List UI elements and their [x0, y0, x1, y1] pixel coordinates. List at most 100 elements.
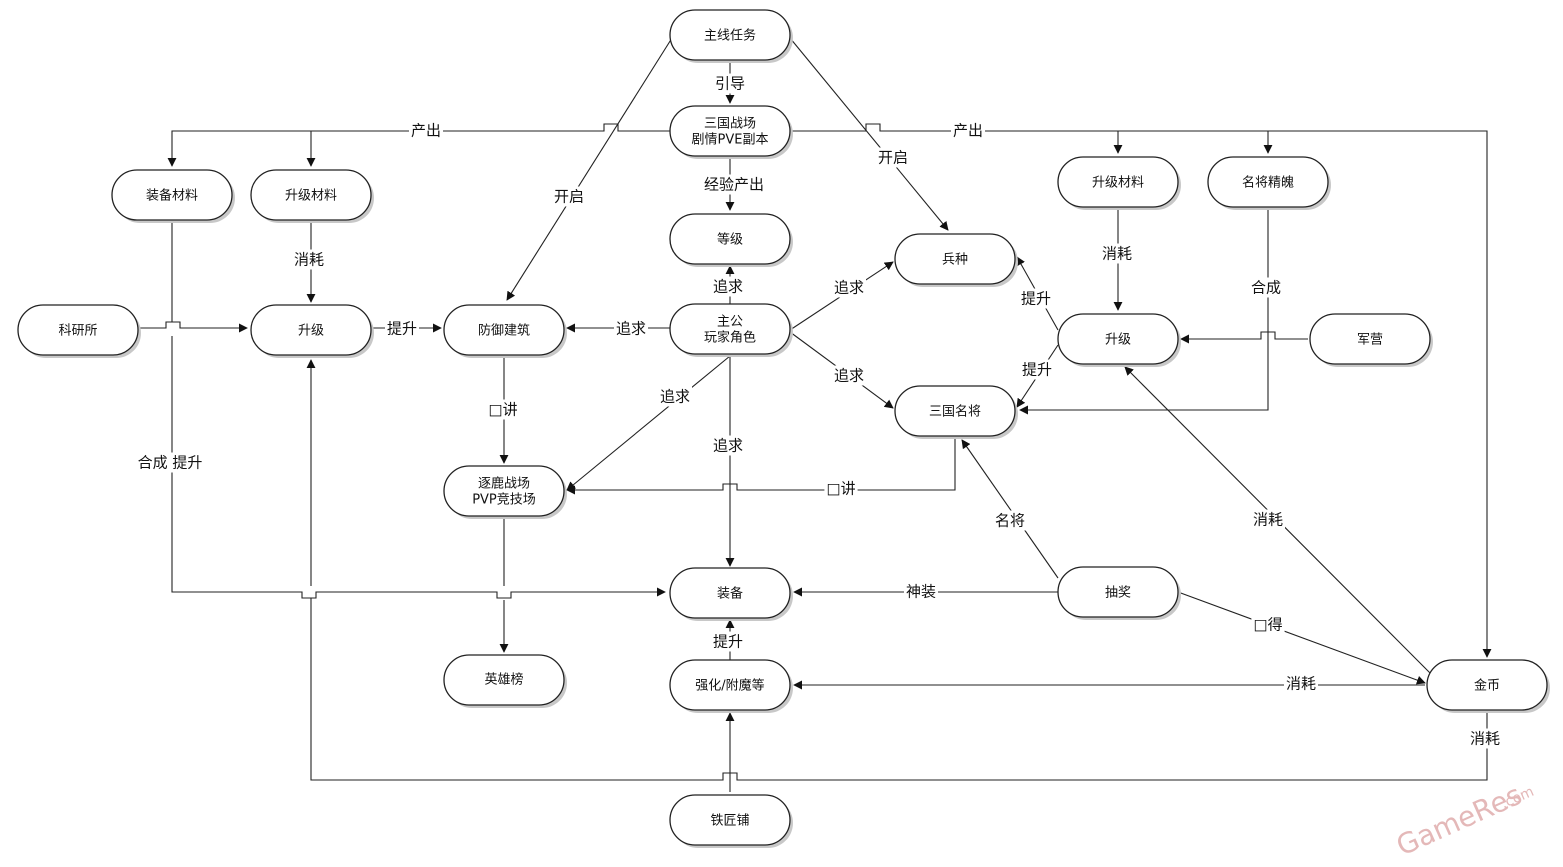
edge-equip-mat-to-equipment [171, 218, 665, 598]
node-barracks: 军营 [1309, 313, 1433, 367]
node-upgrade-right: 升级 [1057, 313, 1181, 367]
edge-label-backdrop [657, 386, 693, 407]
edge-label-backdrop [291, 249, 327, 270]
node-upgrade-material-left: 升级材料 [250, 169, 374, 223]
label-consume-enhance: 消耗 [1286, 675, 1316, 693]
edge-label-backdrop [950, 120, 986, 141]
label-boost-generals: 提升 [1022, 361, 1052, 379]
edge-lottery-to-gold [1177, 591, 1426, 685]
node-enhance: 强化/附魔等 [669, 659, 793, 713]
label-pursue-troops: 追求 [834, 279, 864, 297]
node-blacksmith: 铁匠铺 [669, 794, 793, 848]
edge-label-backdrop [1467, 728, 1503, 749]
edge-label-backdrop [831, 365, 867, 386]
label-consume-left: 消耗 [294, 251, 324, 269]
node-defense: 防御建筑 [443, 304, 567, 358]
label-lottery-gold: □得 [1253, 616, 1282, 634]
edge-label-backdrop [551, 186, 587, 207]
label-synthesize: 合成 [1251, 279, 1281, 297]
node-general-soul: 名将精魄 [1207, 156, 1331, 210]
edge-label-backdrop [710, 435, 746, 456]
edge-player-to-pvp [566, 355, 731, 491]
label-unlock-right: 开启 [878, 149, 908, 167]
edge-label-backdrop [903, 581, 939, 602]
nodes: 主线任务 三国战场 剧情PVE副本 等级 主公 玩家角色 装备材料 [17, 9, 1550, 848]
label-boost-troops: 提升 [1021, 290, 1051, 308]
edge-research-to-upgrade [138, 321, 248, 333]
svg-text:装备: 装备 [717, 586, 743, 602]
node-hero-rank: 英雄榜 [443, 654, 567, 708]
label-boost-defense: 提升 [387, 320, 417, 338]
edge-label-backdrop [408, 120, 444, 141]
node-lottery: 抽奖 [1057, 566, 1181, 620]
label-pursue-equip: 追求 [713, 437, 743, 455]
svg-text:兵种: 兵种 [942, 253, 968, 268]
svg-text:名将精魄: 名将精魄 [1242, 175, 1294, 191]
node-player: 主公 玩家角色 [669, 303, 793, 357]
node-upgrade-left: 升级 [250, 304, 374, 358]
svg-text:升级材料: 升级材料 [1092, 176, 1144, 191]
svg-text:升级材料: 升级材料 [285, 189, 337, 204]
label-pursue-defense: 追求 [616, 320, 646, 338]
edge-label-backdrop [1283, 673, 1319, 694]
edge-main-quest-to-troops [789, 37, 949, 231]
edge-main-quest-to-defense [506, 37, 673, 301]
edge-label-backdrop [992, 510, 1028, 531]
label-consume-lottery-gold: 消耗 [1253, 511, 1283, 529]
edge-label-backdrop [824, 478, 858, 499]
node-pve: 三国战场 剧情PVE副本 [669, 105, 793, 159]
edge-label-backdrop [710, 276, 746, 297]
edge-labels: 引导 产出 产出 开启 开启 经验产出 追求 追求 追求 追求 追求 追求 消耗… [135, 73, 1503, 749]
label-pursue-level: 追求 [713, 278, 743, 296]
edge-pve-produce-left [167, 123, 670, 167]
label-consume-gold: 消耗 [1470, 730, 1500, 748]
svg-text:玩家角色: 玩家角色 [704, 330, 756, 346]
node-troops: 兵种 [894, 233, 1018, 287]
svg-text:PVP竞技场: PVP竞技场 [472, 492, 536, 508]
svg-text:逐鹿战场: 逐鹿战场 [478, 476, 530, 492]
node-level: 等级 [669, 213, 793, 267]
edge-label-backdrop [1251, 614, 1285, 635]
label-pursue-generals: 追求 [834, 367, 864, 385]
node-main-quest: 主线任务 [669, 9, 793, 63]
node-research: 科研所 [17, 304, 141, 358]
label-unlock-left: 开启 [554, 188, 584, 206]
label-guide: 引导 [715, 75, 745, 93]
node-generals: 三国名将 [894, 385, 1018, 439]
label-produce-right: 产出 [953, 122, 983, 140]
edge-label-backdrop [613, 318, 649, 339]
edge-label-backdrop [486, 399, 520, 420]
edge-lottery-to-generals [961, 439, 1059, 579]
edge-label-backdrop [1018, 288, 1054, 309]
edge-label-backdrop [1248, 277, 1284, 298]
svg-text:剧情PVE副本: 剧情PVE副本 [692, 133, 769, 148]
svg-text:金币: 金币 [1474, 678, 1500, 694]
edge-soul-to-generals [1019, 208, 1269, 415]
svg-text:防御建筑: 防御建筑 [478, 323, 530, 339]
svg-text:铁匠铺: 铁匠铺 [710, 814, 749, 829]
svg-text:强化/附魔等: 强化/附魔等 [695, 678, 764, 694]
svg-text:三国名将: 三国名将 [929, 404, 981, 420]
edge-pve-produce-right [790, 123, 1492, 658]
svg-text:升级: 升级 [1105, 333, 1131, 348]
edge-label-backdrop [710, 631, 746, 652]
label-consume-right-mat: 消耗 [1102, 245, 1132, 263]
label-generals-pvp: □讲 [826, 480, 855, 498]
svg-text:三国战场: 三国战场 [704, 117, 756, 132]
node-upgrade-material-right: 升级材料 [1057, 156, 1181, 210]
svg-text:升级: 升级 [298, 324, 324, 339]
edge-label-backdrop [1250, 509, 1286, 530]
node-equipment: 装备 [669, 567, 793, 621]
svg-text:军营: 军营 [1357, 333, 1383, 348]
label-defense-pvp: □讲 [488, 401, 517, 419]
label-famous-general: 名将 [995, 512, 1025, 530]
label-pursue-pvp: 追求 [660, 388, 690, 406]
node-pvp: 逐鹿战场 PVP竞技场 [443, 465, 567, 519]
svg-text:装备材料: 装备材料 [146, 188, 198, 204]
svg-text:主公: 主公 [717, 315, 743, 330]
svg-text:英雄榜: 英雄榜 [484, 672, 523, 688]
edge-label-backdrop [135, 452, 205, 473]
edge-generals-to-pvp [566, 438, 956, 495]
svg-text:科研所: 科研所 [58, 324, 97, 339]
